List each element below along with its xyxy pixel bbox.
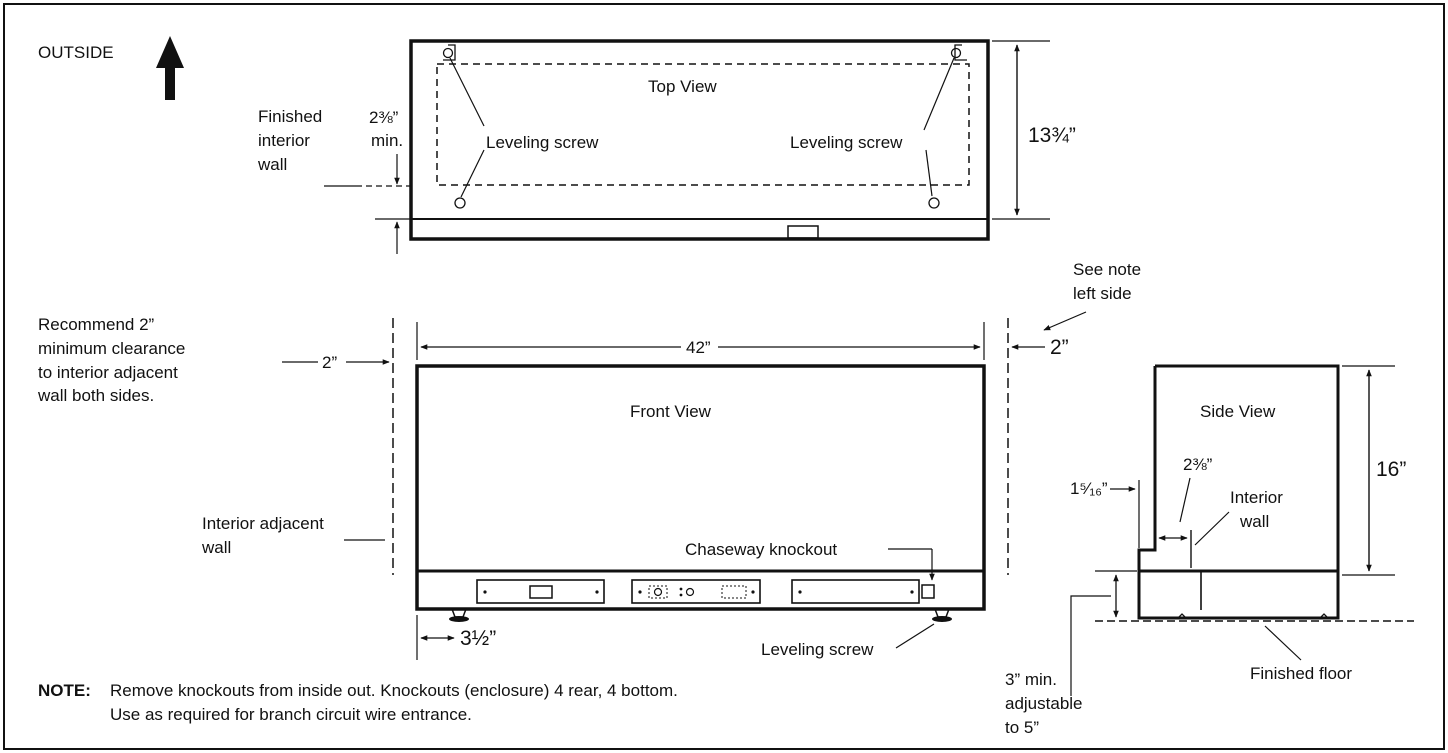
width-dimension-label: 42” <box>686 338 711 357</box>
side-offset-label: 2⅜” <box>1183 455 1213 474</box>
offset-1-5-16-callout: 1⁵⁄₁₆” <box>1070 479 1140 548</box>
see-note-line1: See note <box>1073 260 1141 279</box>
leg-height-line2: adjustable <box>1005 694 1083 713</box>
finished-interior-wall-line3: wall <box>257 155 287 174</box>
top-view: Top View Leveling screw Leveling screw <box>409 39 990 241</box>
note-block: NOTE: Remove knockouts from inside out. … <box>38 681 678 724</box>
offset-1-5-16-label: 1⁵⁄₁₆” <box>1070 479 1108 498</box>
interior-adjacent-wall-line1: Interior adjacent <box>202 514 324 533</box>
top-view-latch <box>787 225 819 239</box>
foot-offset-dimension: 3½” <box>416 615 496 660</box>
interior-adjacent-wall-line2: wall <box>201 538 231 557</box>
leg-height-line1: 3” min. <box>1005 670 1057 689</box>
finished-floor-callout: Finished floor <box>1250 625 1352 683</box>
foot-offset-label: 3½” <box>460 627 496 650</box>
clearance-note: Recommend 2” minimum clearance to interi… <box>37 315 390 405</box>
leg-height-callout: 3” min. adjustable to 5” <box>1005 570 1137 737</box>
note-line2: Use as required for branch circuit wire … <box>110 705 472 724</box>
interior-adjacent-wall-callout: Interior adjacent wall <box>201 514 385 557</box>
note-line1: Remove knockouts from inside out. Knocko… <box>110 681 678 700</box>
recommend-line1: Recommend 2” <box>38 315 155 334</box>
depth-dimension: 13¾” <box>992 40 1076 220</box>
left-clearance-label: 2” <box>322 353 337 372</box>
interior-wall-line1: Interior <box>1230 488 1283 507</box>
side-view: Side View <box>1095 364 1414 622</box>
side-view-title: Side View <box>1200 402 1276 421</box>
outside-arrow-icon <box>156 36 184 100</box>
min-clearance-value: 2⅜” <box>369 108 399 127</box>
side-wall-offset-callout: 2⅜” Interior wall <box>1158 455 1283 568</box>
right-clearance-label: 2” <box>1050 336 1069 359</box>
chaseway-knockout-callout: Chaseway knockout <box>685 540 935 581</box>
finished-interior-wall-line1: Finished <box>258 107 322 126</box>
min-clearance-min: min. <box>371 131 403 150</box>
height-dimension-label: 16” <box>1376 458 1406 481</box>
right-clearance: See note left side 2” <box>1011 260 1141 359</box>
height-dimension: 16” <box>1342 365 1406 576</box>
outside-label: OUTSIDE <box>38 43 114 62</box>
front-view-title: Front View <box>630 402 712 421</box>
leveling-screw-front-callout: Leveling screw <box>761 623 935 659</box>
leveling-screw-label-top-right: Leveling screw <box>790 133 903 152</box>
recommend-line2: minimum clearance <box>38 339 185 358</box>
recommend-line4: wall both sides. <box>37 386 154 405</box>
width-dimension: 42” <box>416 322 985 360</box>
top-view-title: Top View <box>648 77 717 96</box>
finished-floor-label: Finished floor <box>1250 664 1352 683</box>
interior-wall-line2: wall <box>1239 512 1269 531</box>
finished-interior-wall-line2: interior <box>258 131 310 150</box>
see-note-line2: left side <box>1073 284 1132 303</box>
note-label: NOTE: <box>38 681 91 700</box>
front-view: Front View <box>415 364 986 622</box>
leveling-screw-front-label: Leveling screw <box>761 640 874 659</box>
chaseway-knockout-label: Chaseway knockout <box>685 540 837 559</box>
recommend-line3: to interior adjacent <box>38 363 178 382</box>
leg-height-line3: to 5” <box>1005 718 1039 737</box>
finished-interior-wall-callout: Finished interior wall 2⅜” min. <box>257 107 411 254</box>
diagram-frame <box>3 3 1445 750</box>
leveling-screw-label-top-left: Leveling screw <box>486 133 599 152</box>
depth-dimension-label: 13¾” <box>1028 124 1076 147</box>
